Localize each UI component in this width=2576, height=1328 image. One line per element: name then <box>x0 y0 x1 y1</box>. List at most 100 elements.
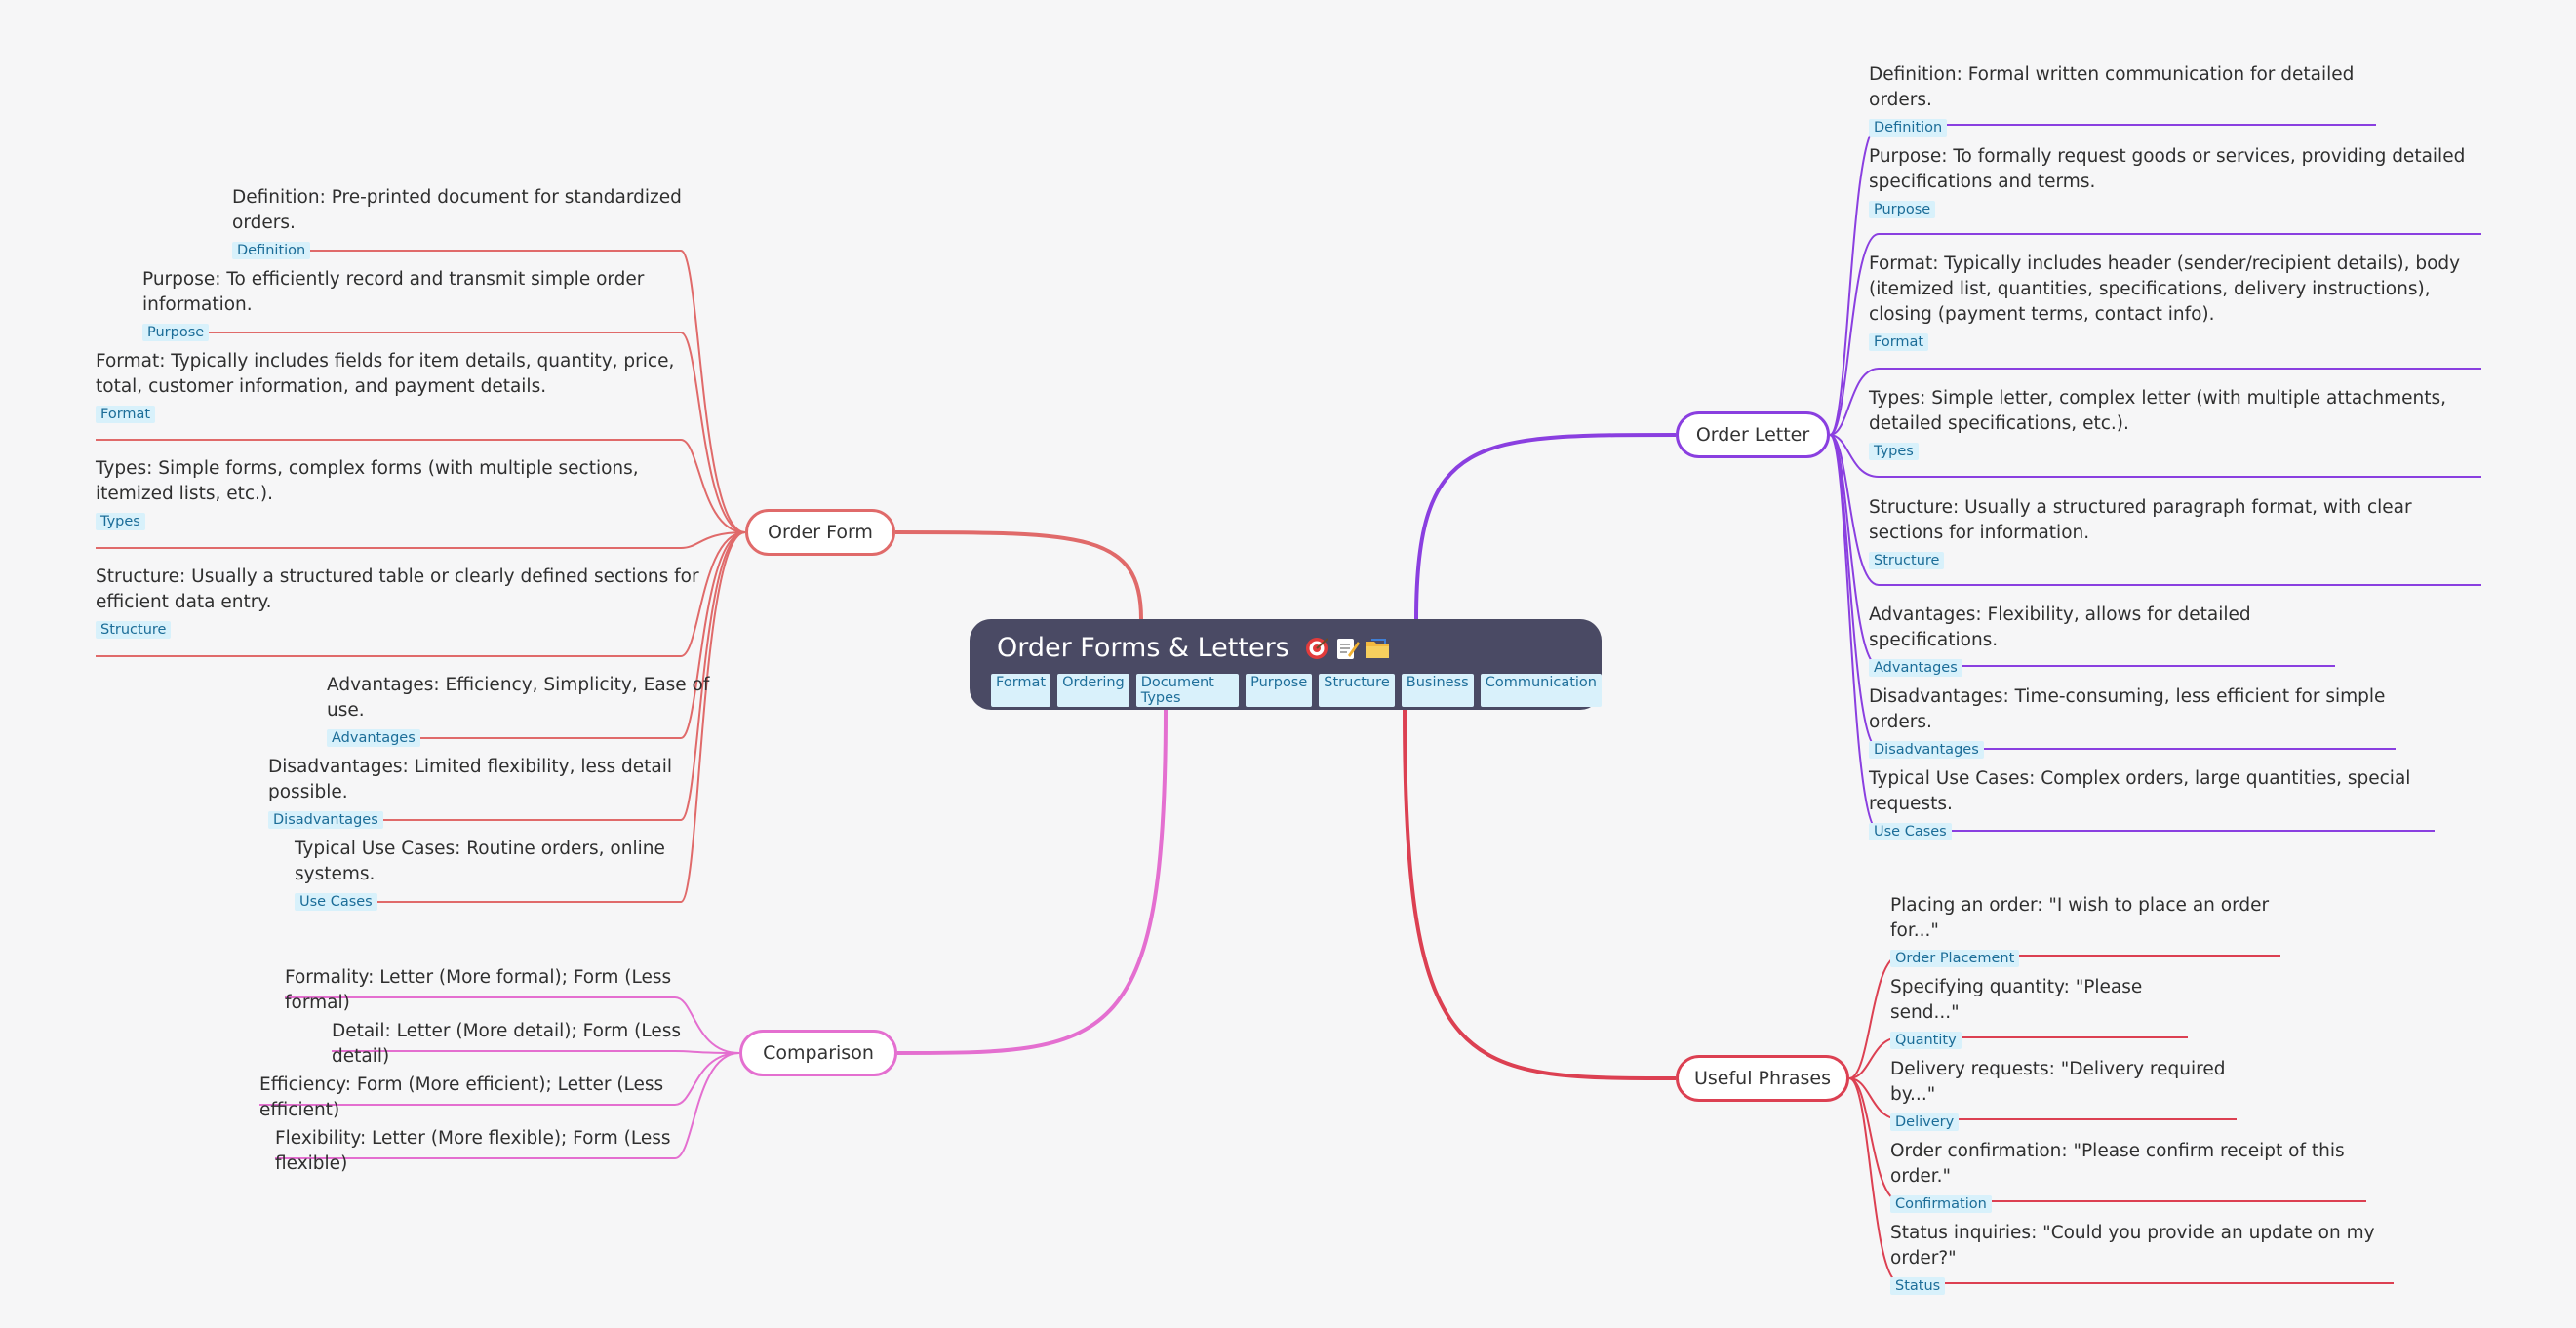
leaf-tag: Advantages <box>1869 659 1962 677</box>
leaf-tag: Delivery <box>1890 1113 1960 1131</box>
branch-connector <box>896 709 1168 1055</box>
leaf-connector <box>96 531 746 549</box>
leaf-text: Purpose: To efficiently record and trans… <box>142 269 645 315</box>
leaf-node[interactable]: Types: Simple letter, complex letter (wi… <box>1869 386 2481 460</box>
leaf-text: Typical Use Cases: Complex orders, large… <box>1869 768 2411 814</box>
leaf-node[interactable]: Typical Use Cases: Complex orders, large… <box>1869 766 2435 840</box>
leaf-node[interactable]: Efficiency: Form (More efficient); Lette… <box>259 1073 700 1123</box>
branch-label: Useful Phrases <box>1694 1068 1831 1089</box>
leaf-text: Order confirmation: "Please confirm rece… <box>1890 1141 2345 1187</box>
leaf-text: Structure: Usually a structured paragrap… <box>1869 497 2412 543</box>
leaf-connector <box>1829 368 2481 436</box>
leaf-connector <box>1829 434 2481 586</box>
leaf-tag: Types <box>96 513 145 530</box>
leaf-connector <box>268 531 746 821</box>
leaf-text: Status inquiries: "Could you provide an … <box>1890 1223 2375 1269</box>
leaf-connector <box>232 250 746 533</box>
leaf-connector <box>1829 434 2435 832</box>
leaf-node[interactable]: Purpose: To formally request goods or se… <box>1869 144 2481 218</box>
root-tag: Purpose <box>1246 674 1313 707</box>
leaf-node[interactable]: Formality: Letter (More formal); Form (L… <box>285 965 700 1016</box>
branch-label: Comparison <box>763 1042 874 1064</box>
branch-connector <box>1403 709 1677 1080</box>
leaf-tag: Purpose <box>142 324 210 341</box>
leaf-node[interactable]: Types: Simple forms, complex forms (with… <box>96 456 710 530</box>
leaf-node[interactable]: Specifying quantity: "Please send..."Qua… <box>1890 975 2188 1049</box>
branch-order-letter[interactable]: Order Letter <box>1676 411 1830 458</box>
leaf-text: Delivery requests: "Delivery required by… <box>1890 1059 2226 1105</box>
leaf-connector <box>1829 434 2481 478</box>
leaf-text: Efficiency: Form (More efficient); Lette… <box>259 1074 664 1120</box>
memo-icon <box>1333 635 1362 663</box>
leaf-connector <box>259 1052 740 1106</box>
leaf-connector <box>275 1052 740 1159</box>
leaf-node[interactable]: Detail: Letter (More detail); Form (Less… <box>332 1019 700 1070</box>
leaf-tag: Structure <box>1869 552 1945 569</box>
leaf-tag: Advantages <box>327 729 420 747</box>
leaf-node[interactable]: Advantages: Efficiency, Simplicity, Ease… <box>327 673 710 747</box>
leaf-text: Structure: Usually a structured table or… <box>96 566 699 612</box>
leaf-text: Formality: Letter (More formal); Form (L… <box>285 967 672 1013</box>
root-tag: Ordering <box>1057 674 1129 707</box>
leaf-text: Advantages: Efficiency, Simplicity, Ease… <box>327 675 710 721</box>
branch-label: Order Form <box>768 522 873 543</box>
leaf-node[interactable]: Advantages: Flexibility, allows for deta… <box>1869 603 2335 677</box>
folder-icon <box>1364 635 1392 663</box>
leaf-connector <box>327 531 746 739</box>
leaf-tag: Purpose <box>1869 201 1936 218</box>
leaf-tag: Quantity <box>1890 1032 1962 1049</box>
branch-useful-phrases[interactable]: Useful Phrases <box>1676 1055 1849 1102</box>
leaf-node[interactable]: Definition: Pre-printed document for sta… <box>232 185 710 259</box>
leaf-connector <box>285 996 740 1054</box>
leaf-text: Typical Use Cases: Routine orders, onlin… <box>295 839 665 884</box>
leaf-node[interactable]: Structure: Usually a structured table or… <box>96 565 710 639</box>
leaf-node[interactable]: Status inquiries: "Could you provide an … <box>1890 1221 2394 1295</box>
leaf-tag: Types <box>1869 443 1919 460</box>
leaf-text: Definition: Formal written communication… <box>1869 64 2355 110</box>
leaf-text: Format: Typically includes header (sende… <box>1869 254 2461 325</box>
leaf-node[interactable]: Definition: Formal written communication… <box>1869 62 2376 137</box>
leaf-text: Advantages: Flexibility, allows for deta… <box>1869 605 2251 650</box>
leaf-tag: Use Cases <box>295 893 377 911</box>
leaf-node[interactable]: Placing an order: "I wish to place an or… <box>1890 893 2280 967</box>
leaf-node[interactable]: Typical Use Cases: Routine orders, onlin… <box>295 837 710 911</box>
root-tag: Format <box>991 674 1051 707</box>
leaf-tag: Structure <box>96 621 172 639</box>
leaf-node[interactable]: Purpose: To efficiently record and trans… <box>142 267 710 341</box>
leaf-node[interactable]: Disadvantages: Time-consuming, less effi… <box>1869 684 2396 759</box>
target-icon <box>1303 635 1331 663</box>
branch-connector <box>894 530 1143 620</box>
root-tag: Document Types <box>1135 674 1240 707</box>
leaf-node[interactable]: Structure: Usually a structured paragrap… <box>1869 495 2481 569</box>
branch-order-form[interactable]: Order Form <box>745 509 895 556</box>
leaf-connector <box>96 439 746 533</box>
root-tag: Business <box>1401 674 1474 707</box>
branch-connector <box>1414 433 1677 620</box>
leaf-text: Flexibility: Letter (More flexible); For… <box>275 1128 671 1174</box>
leaf-node[interactable]: Order confirmation: "Please confirm rece… <box>1890 1139 2366 1213</box>
leaf-tag: Disadvantages <box>1869 741 1984 759</box>
leaf-text: Disadvantages: Limited flexibility, less… <box>268 757 673 802</box>
leaf-node[interactable]: Format: Typically includes header (sende… <box>1869 252 2481 351</box>
leaf-node[interactable]: Format: Typically includes fields for it… <box>96 349 710 423</box>
leaf-text: Detail: Letter (More detail); Form (Less… <box>332 1021 681 1067</box>
leaf-node[interactable]: Disadvantages: Limited flexibility, less… <box>268 755 710 829</box>
root-tag: Structure <box>1319 674 1395 707</box>
branch-label: Order Letter <box>1695 424 1810 446</box>
leaf-node[interactable]: Flexibility: Letter (More flexible); For… <box>275 1126 700 1177</box>
leaf-tag: Use Cases <box>1869 823 1952 840</box>
leaf-connector <box>96 531 746 657</box>
leaf-text: Types: Simple letter, complex letter (wi… <box>1869 388 2446 434</box>
leaf-text: Disadvantages: Time-consuming, less effi… <box>1869 686 2386 732</box>
leaf-node[interactable]: Delivery requests: "Delivery required by… <box>1890 1057 2237 1131</box>
leaf-tag: Definition <box>232 242 311 259</box>
leaf-tag: Format <box>1869 333 1929 351</box>
leaf-tag: Definition <box>1869 119 1948 137</box>
branch-comparison[interactable]: Comparison <box>739 1030 897 1076</box>
leaf-connector <box>295 531 746 903</box>
leaf-tag: Confirmation <box>1890 1195 1992 1213</box>
leaf-connector <box>142 332 746 533</box>
